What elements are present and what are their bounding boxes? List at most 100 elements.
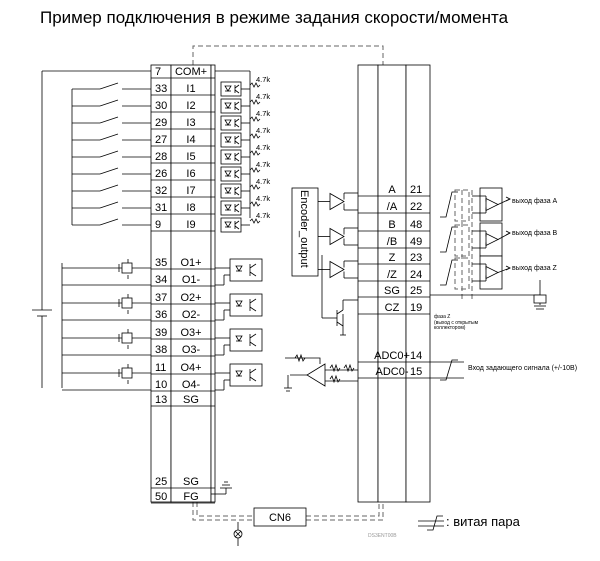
- input-optocoupler: 4.7k: [220, 211, 270, 233]
- input-switch: [72, 201, 151, 209]
- pin-number: 49: [410, 236, 422, 248]
- output-circuit: [62, 258, 263, 286]
- signal-name: /A: [387, 201, 398, 213]
- right-pin-row: ADC0-15: [358, 366, 430, 379]
- pin-number: 21: [410, 184, 422, 196]
- signal-name: O1+: [180, 257, 201, 269]
- pin-number: 32: [155, 185, 167, 197]
- signal-name: I6: [186, 168, 195, 180]
- cn1-pin-row: 50 FG: [151, 491, 215, 504]
- pin-number: 29: [155, 117, 167, 129]
- input-switch: [72, 82, 151, 90]
- pin-number: 11: [155, 362, 166, 374]
- pin-number: 13: [155, 394, 167, 406]
- pin-number: 31: [155, 202, 167, 214]
- input-optocoupler: 4.7k: [220, 160, 270, 182]
- input-switch: [72, 133, 151, 141]
- pin-number: 22: [410, 201, 422, 213]
- pin-number: 26: [155, 168, 167, 180]
- cn6-box: CN6: [253, 507, 307, 527]
- twisted-pair-mark: [440, 257, 470, 290]
- signal-name: I1: [186, 83, 195, 95]
- input-optocoupler: 4.7k: [220, 126, 270, 148]
- signal-name: O3+: [180, 327, 201, 339]
- encoder-output-block: Encoder_output: [291, 187, 358, 279]
- input-switch: [72, 150, 151, 158]
- shield-ground-symbol: [233, 522, 243, 546]
- sg-ground: [430, 280, 547, 310]
- resistor-value: 4.7k: [256, 160, 270, 169]
- pin-number: 48: [410, 219, 422, 231]
- input-optocoupler: 4.7k: [220, 177, 270, 199]
- signal-name: I3: [186, 117, 195, 129]
- legend-text: : витая пара: [446, 514, 521, 529]
- input-switch: [72, 99, 151, 107]
- cn1-pin-row: 39 O3+: [151, 327, 215, 340]
- pin-number: 19: [410, 302, 422, 314]
- right-pin-row: /Z 24: [358, 269, 430, 282]
- resistor-value: 4.7k: [256, 211, 270, 220]
- cn6-label: CN6: [269, 512, 291, 524]
- ground-symbol: [211, 481, 232, 495]
- signal-name: I2: [186, 100, 195, 112]
- cn1-pin-row: 27 I4: [151, 134, 215, 147]
- input-optocouplers: 4.7k4.7k4.7k4.7k4.7k4.7k4.7k4.7k4.7k: [215, 70, 270, 233]
- output-circuits: [61, 258, 263, 391]
- output-circuit: [62, 363, 263, 391]
- resistor-value: 4.7k: [256, 109, 270, 118]
- legend: : витая пара: [418, 514, 521, 531]
- watermark: DS3ENT00B: [368, 533, 397, 539]
- signal-name: I4: [186, 134, 195, 146]
- pin-number: 7: [155, 66, 161, 78]
- bottom-shield-cable-2: [196, 502, 254, 517]
- input-switch: [72, 218, 151, 226]
- bottom-shield-cable: [192, 502, 254, 521]
- resistor-value: 4.7k: [256, 194, 270, 203]
- phase-z-label: выход фаза Z: [512, 265, 558, 272]
- cn1-pin-row: 30 I2: [151, 100, 215, 113]
- right-pin-row: /A 22: [358, 201, 430, 214]
- cz-note-line3: коллектором): [434, 325, 466, 331]
- cn1-pin-row: 31 I8: [151, 202, 215, 215]
- line-driver: [318, 227, 358, 246]
- pin-number: 33: [155, 83, 167, 95]
- signal-name: FG: [183, 491, 198, 503]
- pin-number: 39: [155, 327, 167, 339]
- input-optocoupler: 4.7k: [220, 75, 270, 97]
- cn1-pin-row: 26 I6: [151, 168, 215, 181]
- signal-name: O3-: [182, 344, 201, 356]
- resistor-value: 4.7k: [256, 75, 270, 84]
- input-optocoupler: 4.7k: [220, 92, 270, 114]
- line-driver: [318, 192, 358, 211]
- cn1-pin-row: 33 I1: [151, 83, 215, 96]
- analog-input-label: Вход задающего сигнала (+/-10В): [468, 365, 577, 372]
- resistor-value: 4.7k: [256, 177, 270, 186]
- signal-name: /Z: [387, 269, 397, 281]
- phase-a-label: выход фаза A: [512, 198, 558, 205]
- pin-number: 34: [155, 274, 167, 286]
- pin-number: 30: [155, 100, 167, 112]
- signal-name: I5: [186, 151, 195, 163]
- pin-number: 50: [155, 491, 167, 503]
- pin-number: 24: [410, 269, 422, 281]
- pin-number: 27: [155, 134, 167, 146]
- input-optocoupler: 4.7k: [220, 109, 270, 131]
- pin-number: 25: [410, 285, 422, 297]
- bottom-shield-cable-3: [306, 502, 384, 521]
- signal-name: SG: [183, 476, 199, 488]
- top-shield-cable: [192, 45, 384, 65]
- signal-name: I8: [186, 202, 195, 214]
- pin-number: 10: [155, 379, 167, 391]
